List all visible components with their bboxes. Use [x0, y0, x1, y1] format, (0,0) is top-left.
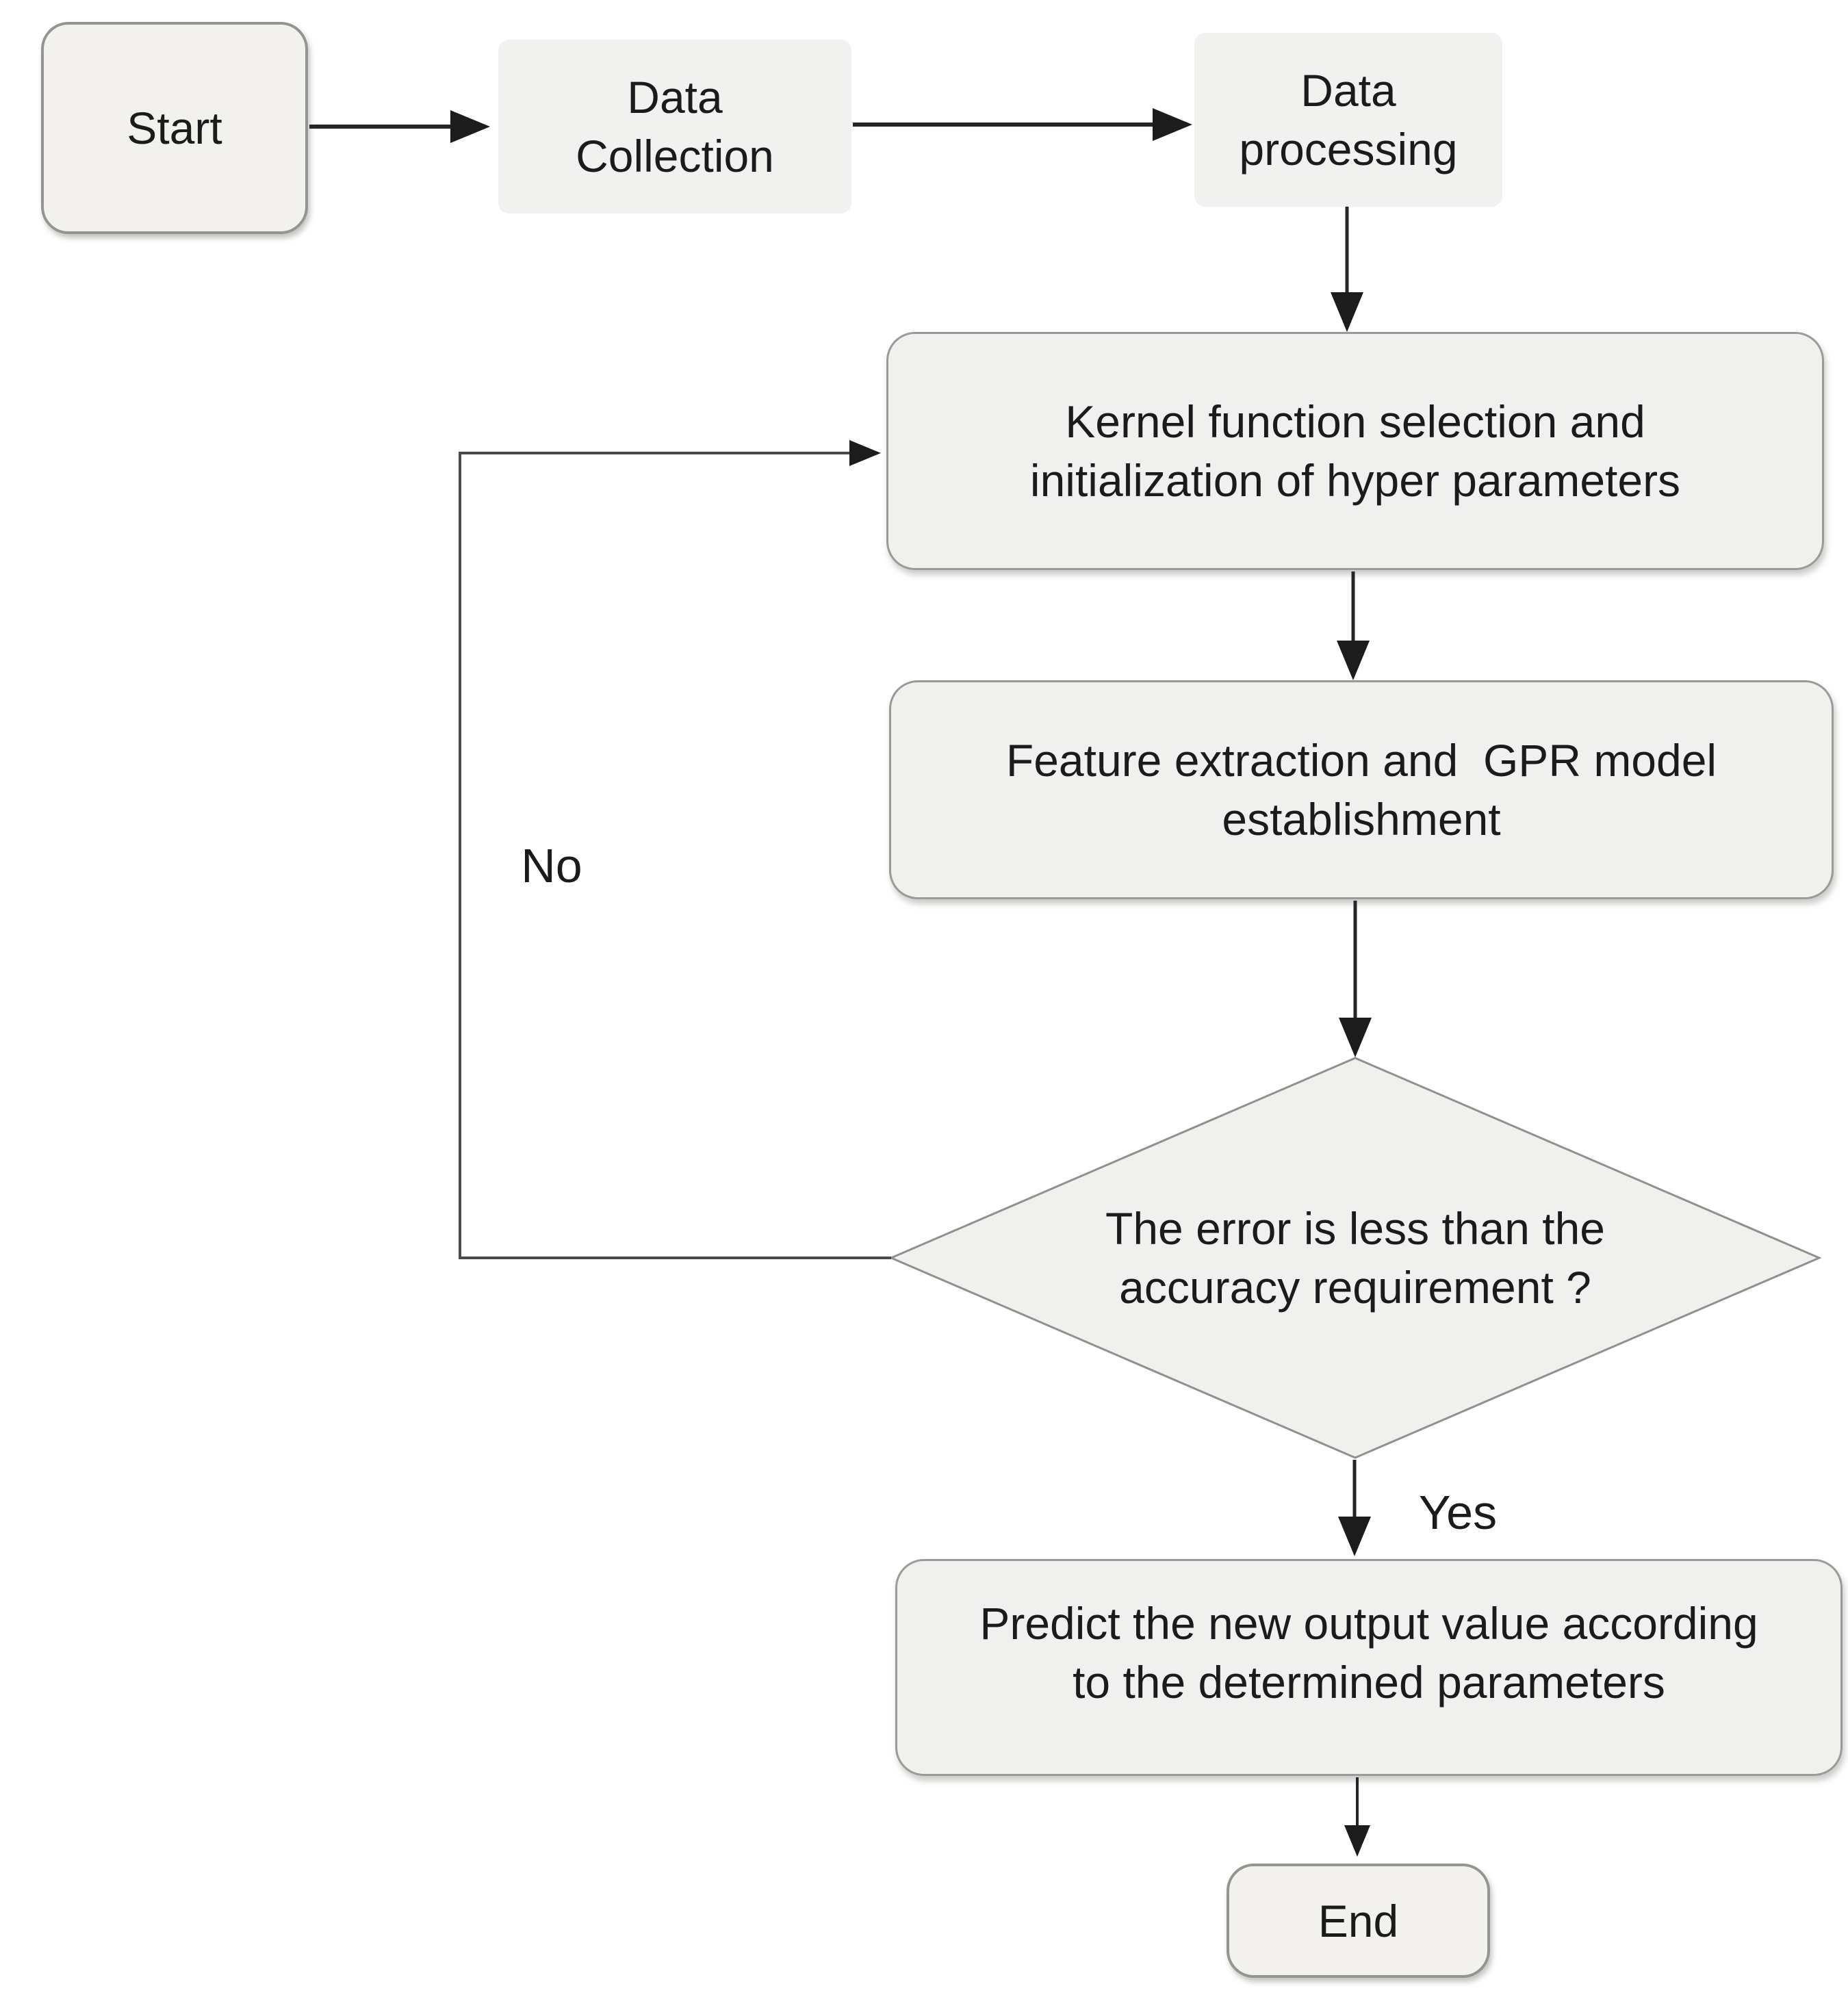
node-decision: The error is less than the accuracy requ… — [891, 1058, 1819, 1458]
node-label: Data — [627, 72, 723, 123]
node-label: Collection — [576, 131, 774, 181]
node-label: accuracy requirement ? — [1119, 1262, 1591, 1313]
node-data-collection: Data Collection — [498, 40, 851, 214]
node-label: Start — [127, 103, 222, 153]
node-end: End — [1227, 1864, 1490, 1978]
node-label: to the determined parameters — [1073, 1656, 1665, 1708]
node-start: Start — [41, 22, 308, 234]
node-label: initialization of hyper parameters — [1029, 455, 1681, 506]
edge-label-no: No — [521, 839, 582, 892]
node-predict-output: Predict the new output value according t… — [895, 1559, 1843, 1776]
node-label: The error is less than the — [1105, 1203, 1605, 1254]
node-label: establishment — [1222, 794, 1501, 845]
node-label: Kernel function selection and — [1065, 396, 1645, 447]
edge-label-yes: Yes — [1418, 1486, 1498, 1539]
node-label: Feature extraction and GPR model — [1005, 735, 1717, 786]
node-label: processing — [1239, 124, 1458, 175]
node-label: Predict the new output value according — [979, 1597, 1758, 1649]
node-data-processing: Data processing — [1194, 33, 1502, 207]
node-label: Data — [1300, 65, 1396, 116]
node-kernel-selection: Kernel function selection and initializa… — [886, 332, 1824, 570]
node-label: End — [1318, 1895, 1399, 1946]
node-feature-extraction: Feature extraction and GPR model establi… — [889, 680, 1834, 899]
